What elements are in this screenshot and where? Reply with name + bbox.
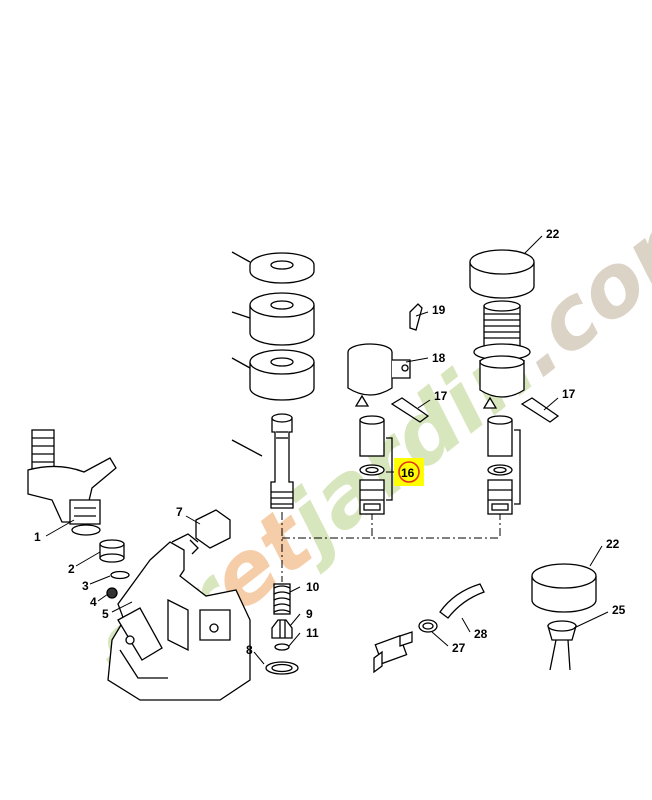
highlight-ring [398, 461, 420, 483]
callout-22a: 22 [546, 227, 560, 241]
callout-17a: 17 [434, 389, 448, 403]
hose-part-28 [439, 583, 485, 619]
threaded-valve-body [473, 300, 531, 409]
clamp-part-27 [418, 619, 438, 633]
filter-part-25 [547, 620, 577, 671]
leader-lines [45, 235, 609, 665]
hose-group [373, 583, 485, 674]
valve-group-right [469, 249, 597, 671]
callout-16: 16 [401, 466, 415, 480]
washer-thick-2 [231, 349, 315, 401]
callout-17b: 17 [562, 387, 576, 401]
holder-part-18 [347, 343, 411, 407]
callout-1: 1 [34, 530, 41, 544]
callout-10: 10 [306, 580, 320, 594]
plunger-shaft [231, 413, 294, 509]
center-column [231, 251, 315, 675]
callout-9: 9 [306, 607, 313, 621]
callout-28: 28 [474, 627, 488, 641]
callout-labels: 1 2 3 4 5 7 8 9 10 11 16 17 17 18 19 22 … [34, 227, 626, 657]
callout-25: 25 [612, 603, 626, 617]
valve-stack-right [487, 415, 513, 515]
bracket-part-17b [520, 397, 560, 423]
callout-3: 3 [82, 579, 89, 593]
clip-part-19 [409, 303, 423, 331]
bushing-part-2 [99, 539, 125, 563]
cap-part-22-top [469, 249, 535, 299]
callout-27: 27 [452, 641, 466, 655]
callout-7: 7 [176, 505, 183, 519]
ball-part-4 [106, 587, 118, 599]
o-ring-part-11 [274, 643, 290, 651]
bracket-part-17a [390, 397, 430, 423]
o-ring-part-3 [110, 570, 130, 580]
left-pump-assembly [27, 429, 251, 701]
valve-part-9 [271, 619, 293, 639]
cap-part-22-bottom [531, 563, 597, 613]
washer-thick-1 [231, 292, 315, 346]
washer-thin [231, 251, 315, 284]
valve-group-center [347, 303, 430, 515]
callout-5: 5 [102, 607, 109, 621]
spring-part-10 [273, 583, 291, 615]
callout-2: 2 [68, 562, 75, 576]
impeller-part-1 [27, 429, 117, 536]
callout-19: 19 [432, 303, 446, 317]
highlight-part-16[interactable] [386, 458, 424, 486]
assembly-dash-lines [281, 512, 501, 582]
fitting-connector [373, 631, 413, 674]
callout-4: 4 [90, 595, 97, 609]
callout-11: 11 [306, 626, 319, 640]
pump-housing-part-8 [107, 533, 251, 701]
callout-18: 18 [432, 351, 446, 365]
callout-22b: 22 [606, 537, 620, 551]
valve-stack-part-16 [359, 415, 385, 515]
valve-part-7 [189, 509, 231, 555]
callout-8: 8 [246, 643, 253, 657]
